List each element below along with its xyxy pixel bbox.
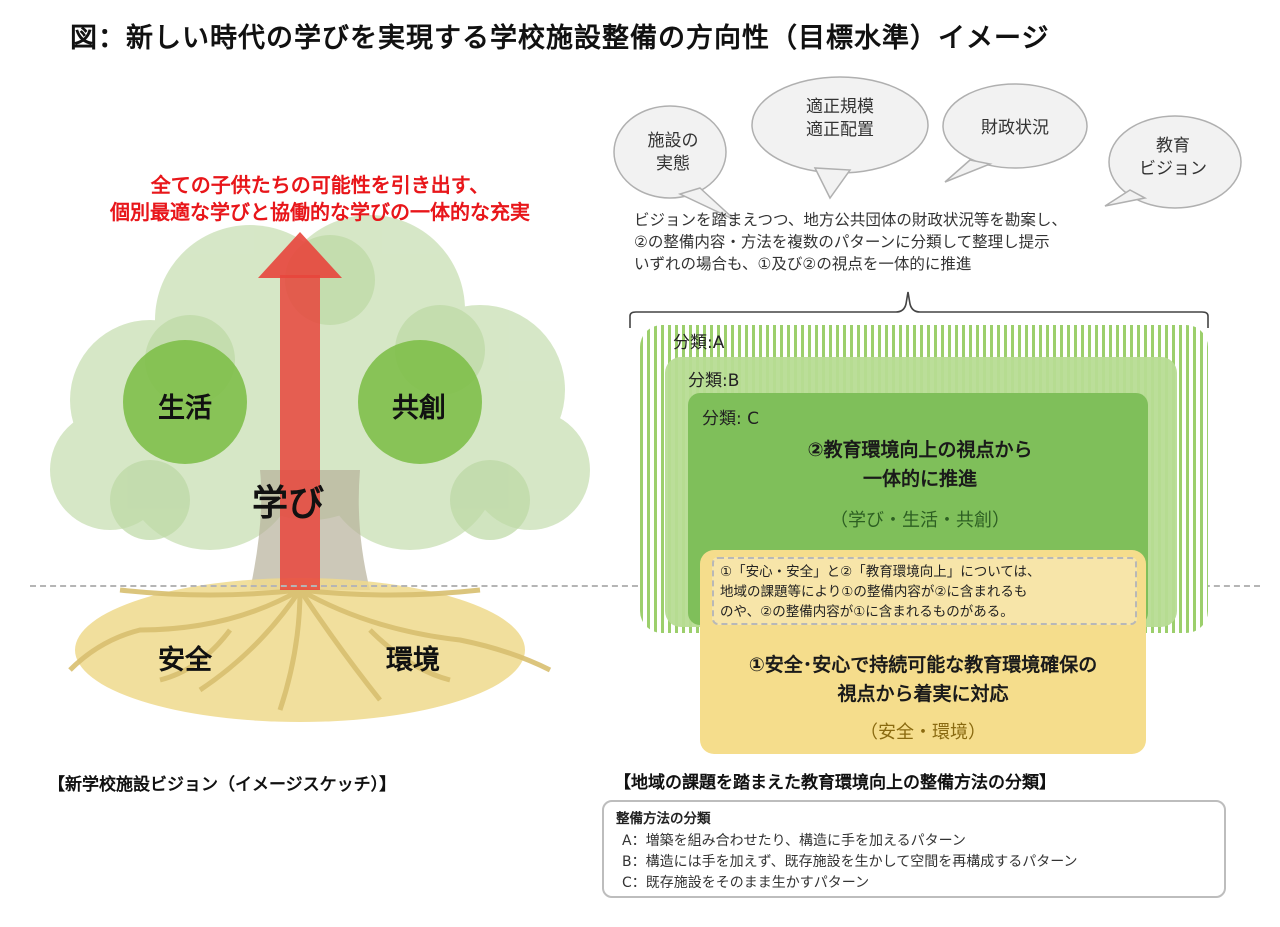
bubble-text-2: 適正規模 適正配置 (780, 96, 900, 142)
overlap-note: ①「安心・安全」と②「教育環境向上」については、 地域の課題等により①の整備内容… (712, 557, 1137, 625)
education-heading: ②教育環境向上の視点から 一体的に推進 (700, 436, 1140, 494)
circle-kyousou (358, 340, 482, 464)
bubble-shape-4 (1108, 115, 1242, 209)
tree-illustration (50, 215, 590, 722)
method-title: 整備方法の分類 (616, 811, 711, 827)
bubble-shape-3 (942, 83, 1088, 169)
method-line-c: C：既存施設をそのまま生かすパターン (622, 875, 870, 891)
education-subheading: （学び・生活・共創） (830, 510, 1010, 531)
method-line-b: B：構造には手を加えず、既存施設を生かして空間を再構成するパターン (622, 854, 1078, 870)
circle-seikatsu (123, 340, 247, 464)
bubble-1-line1: 施設の (647, 131, 699, 151)
bubble-3-line1: 財政状況 (981, 118, 1049, 138)
trunk-label: 学び (252, 483, 325, 524)
vision-line-1: ビジョンを踏まえつつ、地方公共団体の財政状況等を勘案し、 (634, 211, 1067, 229)
method-box (602, 800, 1226, 898)
bubble-1-line2: 実態 (656, 154, 690, 174)
circle-label-seikatsu: 生活 (158, 393, 212, 424)
bubble-4-line1: 教育 (1156, 136, 1190, 156)
education-heading-line1: ②教育環境向上の視点から (807, 439, 1033, 461)
right-caption: 【地域の課題を踏まえた教育環境向上の整備方法の分類】 (614, 773, 1056, 793)
speech-bubbles (613, 76, 1242, 220)
safety-heading-line2: 視点から着実に対応 (837, 683, 1009, 705)
circle-label-kyousou: 共創 (392, 393, 446, 424)
note-line-1: ①「安心・安全」と②「教育環境向上」については、 (720, 564, 1041, 580)
left-caption: 【新学校施設ビジョン（イメージスケッチ）】 (48, 775, 397, 795)
class-c-label: 分類: C (702, 409, 760, 429)
note-line-2: 地域の課題等により①の整備内容が②に含まれるも (720, 584, 1028, 600)
root-label-anzen: 安全 (158, 645, 212, 676)
growth-arrow (258, 232, 342, 590)
education-heading-line2: 一体的に推進 (862, 468, 977, 490)
tree-roots (68, 587, 552, 711)
bubble-text-3: 財政状況 (950, 117, 1080, 140)
goal-text: 全ての子供たちの可能性を引き出す、 個別最適な学びと協働的な学びの一体的な充実 (40, 172, 600, 226)
class-a-label: 分類:A (673, 333, 725, 353)
vision-line-3: いずれの場合も、①及び②の視点を一体的に推進 (634, 255, 972, 273)
note-line-3: のや、②の整備内容が①に含まれるものがある。 (720, 604, 1014, 620)
bubble-text-4: 教育 ビジョン (1118, 135, 1228, 181)
safety-box (700, 550, 1146, 754)
class-b-label: 分類:B (688, 371, 740, 391)
safety-heading: ①安全･安心で持続可能な教育環境確保の 視点から着実に対応 (700, 651, 1146, 709)
safety-subheading: （安全・環境） (860, 722, 986, 743)
curly-brace (629, 291, 1209, 328)
vision-line-2: ②の整備内容・方法を複数のパターンに分類して整理し提示 (634, 233, 1050, 251)
goal-text-line1: 全ての子供たちの可能性を引き出す、 (150, 173, 490, 197)
bubble-text-1: 施設の 実態 (628, 130, 718, 176)
bubble-4-line2: ビジョン (1139, 159, 1207, 179)
method-line-a: A：増築を組み合わせたり、構造に手を加えるパターン (622, 833, 966, 849)
root-ellipse (75, 578, 525, 722)
safety-heading-line1: ①安全･安心で持続可能な教育環境確保の (748, 654, 1098, 676)
goal-text-line2: 個別最適な学びと協働的な学びの一体的な充実 (110, 200, 530, 224)
root-label-kankyou: 環境 (386, 645, 440, 676)
vision-text: ビジョンを踏まえつつ、地方公共団体の財政状況等を勘案し、 ②の整備内容・方法を複… (634, 209, 1067, 275)
bubble-2-line1: 適正規模 (806, 97, 874, 117)
page-title: 図：新しい時代の学びを実現する学校施設整備の方向性（目標水準）イメージ (70, 23, 1050, 54)
bubble-2-line2: 適正配置 (806, 120, 874, 140)
bubble-shape-1 (613, 105, 727, 199)
